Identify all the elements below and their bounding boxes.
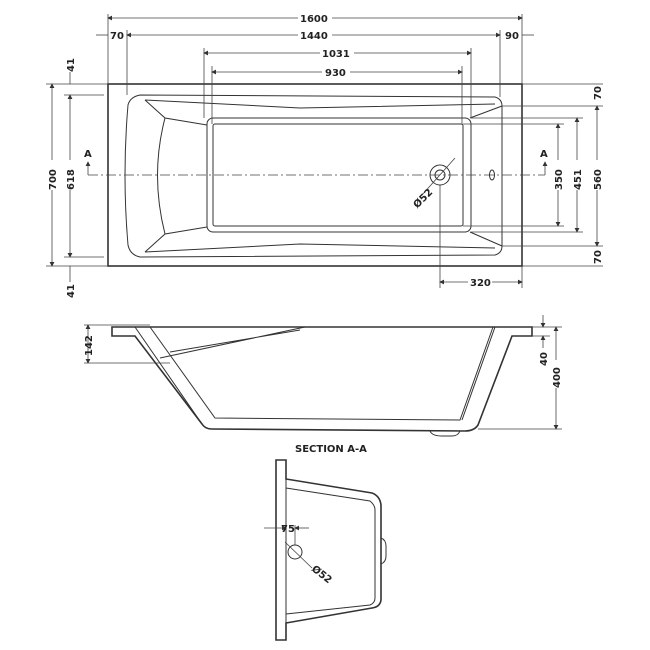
dim-70-left: 70 (110, 31, 124, 42)
side-outline (111, 326, 533, 432)
dim-618: 618 (66, 169, 77, 190)
overflow-dia-label: Ø52 (309, 563, 334, 586)
dim-320: 320 (470, 278, 491, 289)
dim-90-right: 90 (505, 31, 519, 42)
dim-75: 75 (281, 524, 295, 535)
dim-41-top: 41 (66, 58, 77, 72)
dim-70-right-bottom: 70 (593, 250, 604, 264)
bath-outline (107, 83, 523, 267)
top-view: Ø52 A A 1600 1440 70 90 1031 930 700 618… (44, 11, 604, 298)
dim-40: 40 (539, 352, 550, 366)
dim-41-bottom: 41 (66, 284, 77, 298)
dim-451: 451 (573, 169, 584, 190)
overflow (489, 169, 495, 181)
section-mark-right: A (540, 149, 548, 160)
section-outline (275, 459, 382, 641)
waste-dia-label: Ø52 (411, 186, 435, 210)
section-title: SECTION A-A (295, 444, 367, 455)
dim-350: 350 (554, 169, 565, 190)
dim-70-right-top: 70 (593, 86, 604, 100)
rim-inner (124, 94, 503, 258)
waste-inner (434, 169, 446, 181)
dim-1031: 1031 (322, 49, 350, 60)
section-a-a: SECTION A-A Ø52 75 (264, 444, 387, 641)
dim-700: 700 (48, 169, 59, 190)
dim-930: 930 (325, 68, 346, 79)
section-mark-left: A (84, 149, 92, 160)
dim-142: 142 (84, 335, 95, 356)
dim-560: 560 (593, 169, 604, 190)
dim-1600: 1600 (300, 14, 328, 25)
dim-1440: 1440 (300, 31, 328, 42)
dim-400: 400 (552, 367, 563, 388)
side-view: 142 40 400 (84, 315, 563, 437)
